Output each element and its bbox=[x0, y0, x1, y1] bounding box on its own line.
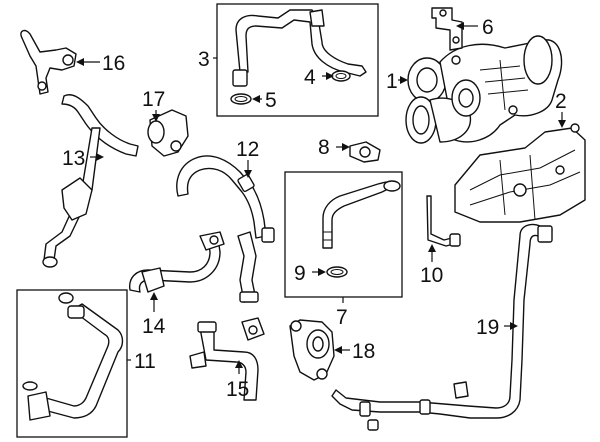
callout-6: 6 bbox=[482, 16, 494, 39]
callout-13: 13 bbox=[62, 147, 85, 170]
thermostat-housing bbox=[147, 109, 189, 157]
group-box-3 bbox=[216, 3, 379, 117]
callout-8: 8 bbox=[318, 136, 330, 159]
callout-17: 17 bbox=[142, 88, 165, 111]
callout-19: 19 bbox=[476, 316, 499, 339]
callout-16: 16 bbox=[102, 52, 125, 75]
callout-5: 5 bbox=[265, 89, 277, 112]
hose-13 bbox=[42, 94, 139, 268]
callout-14: 14 bbox=[142, 315, 166, 338]
callout-2: 2 bbox=[555, 90, 567, 113]
cap-part bbox=[349, 141, 381, 163]
valve-18 bbox=[289, 319, 335, 381]
callout-9: 9 bbox=[294, 262, 306, 285]
o-ring-5 bbox=[230, 93, 252, 105]
callout-3: 3 bbox=[198, 48, 210, 71]
pipe-middle bbox=[237, 231, 259, 303]
bracket bbox=[431, 7, 463, 51]
callout-1: 1 bbox=[386, 70, 398, 93]
o-ring-9 bbox=[326, 266, 348, 278]
hose-19 bbox=[331, 223, 553, 431]
group-box-11 bbox=[16, 289, 128, 438]
pipe-7 bbox=[322, 180, 401, 249]
sensor bbox=[426, 195, 461, 247]
callout-11: 11 bbox=[134, 350, 156, 373]
callout-12: 12 bbox=[236, 138, 259, 161]
callout-15: 15 bbox=[226, 378, 249, 401]
fitting-16 bbox=[20, 29, 77, 95]
hose-12 bbox=[176, 155, 275, 243]
turbocharger bbox=[405, 35, 563, 144]
callout-7: 7 bbox=[336, 306, 348, 329]
callout-4: 4 bbox=[304, 66, 316, 89]
callout-18: 18 bbox=[352, 340, 375, 363]
callout-10: 10 bbox=[420, 264, 443, 287]
pipe-14 bbox=[129, 231, 225, 293]
o-ring-4 bbox=[331, 70, 351, 82]
coolant-pipe bbox=[232, 9, 367, 87]
pipe-11 bbox=[22, 292, 124, 421]
heat-shield bbox=[454, 123, 586, 223]
leader-lines bbox=[76, 22, 566, 374]
